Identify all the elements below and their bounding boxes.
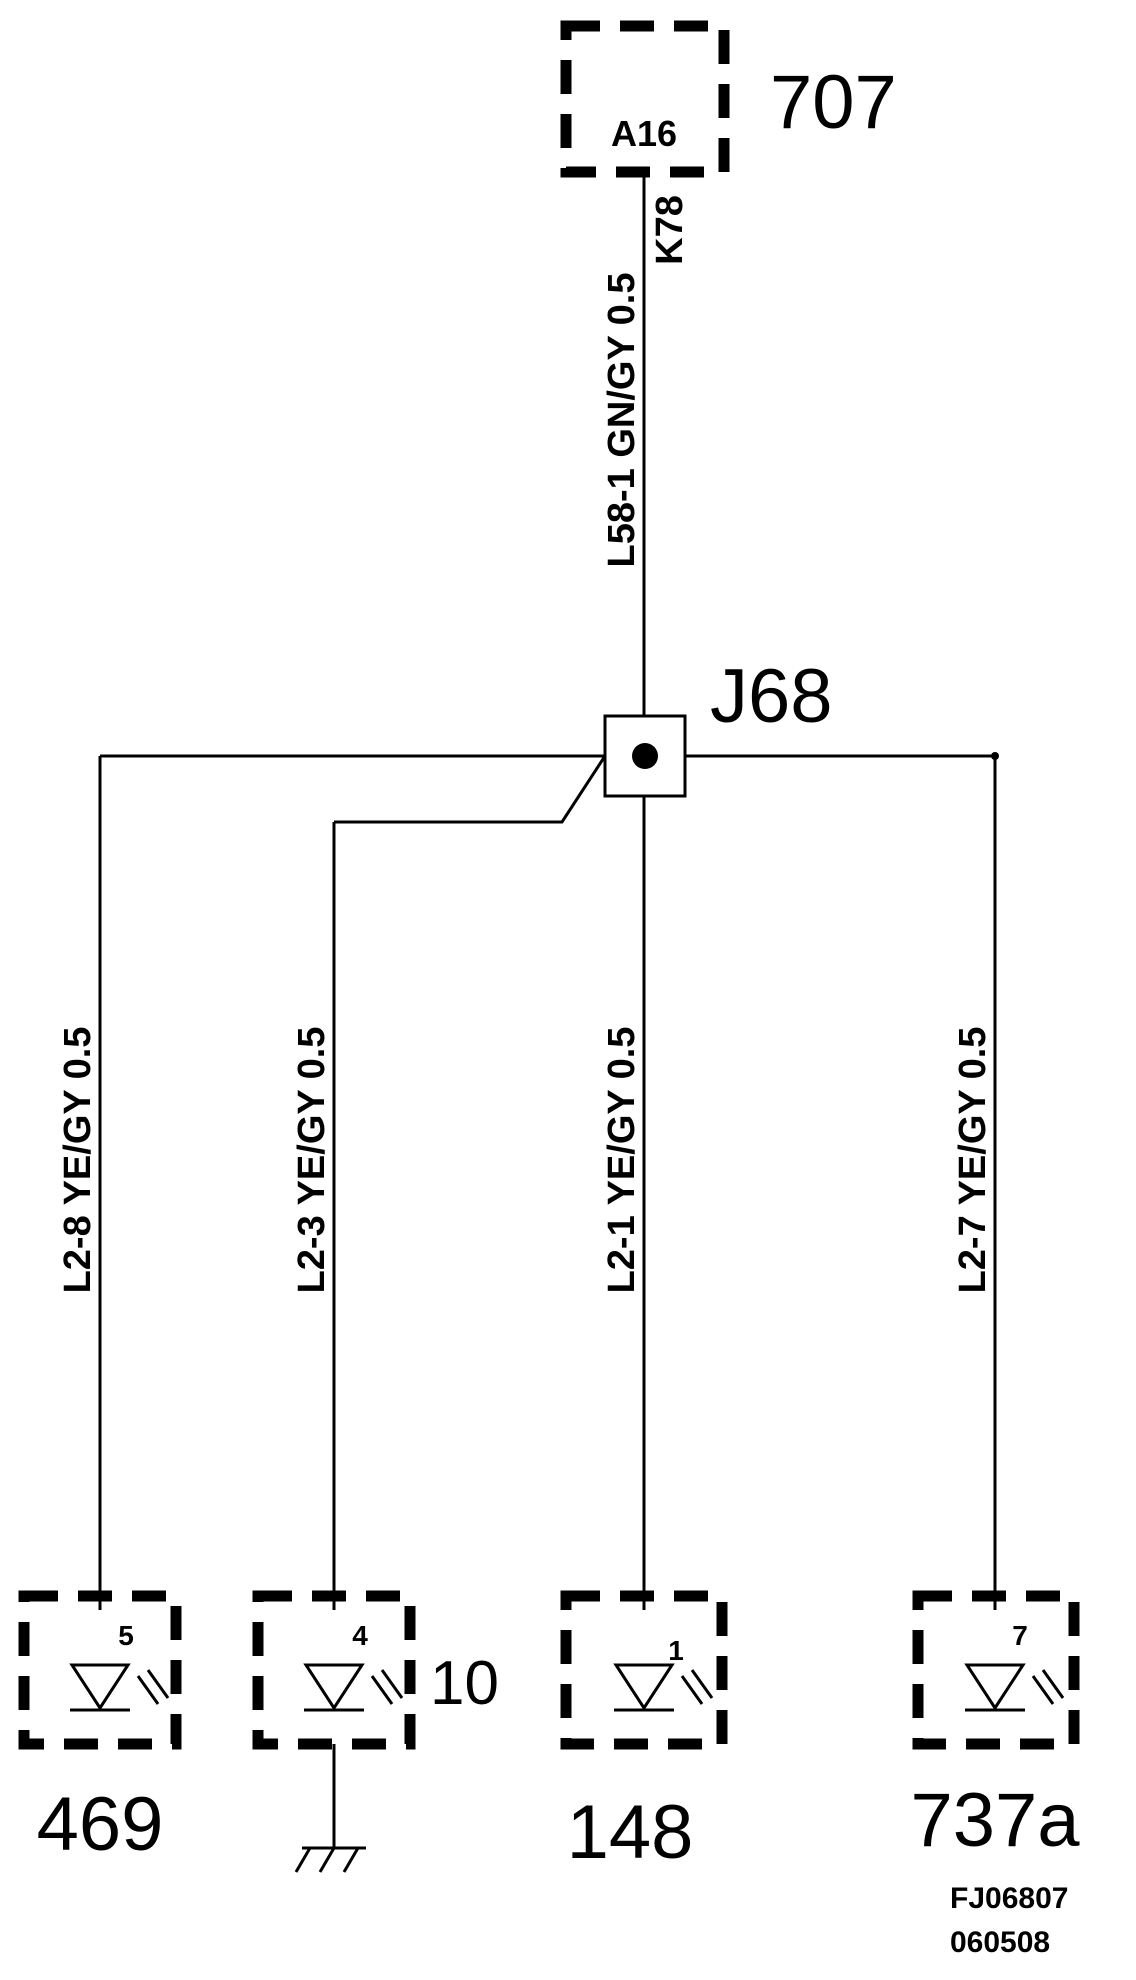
branch-469-wire-label: L2-8 YE/GY 0.5 bbox=[57, 1027, 99, 1294]
branch-10-connector-box bbox=[252, 1590, 416, 1750]
branch-737a: L2-7 YE/GY 0.5 7 737a bbox=[910, 756, 1080, 1863]
branch-10-light-arrow-2 bbox=[380, 1669, 404, 1699]
branch-10-led-icon bbox=[303, 1663, 365, 1711]
branch-148-pin: 1 bbox=[668, 1635, 684, 1666]
branch-737a-light-arrow-1 bbox=[1031, 1675, 1055, 1705]
branch-148-light-arrow-2 bbox=[690, 1669, 714, 1699]
branch-10: L2-3 YE/GY 0.5 4 10 bbox=[252, 822, 499, 1873]
branch-737a-connector-box bbox=[912, 1590, 1080, 1750]
branch-148-led-icon bbox=[613, 1663, 675, 1711]
branch-469-led-icon bbox=[69, 1663, 131, 1711]
junction-label: J68 bbox=[710, 654, 833, 739]
branch-148-light-arrow-1 bbox=[680, 1675, 704, 1705]
branch-148-component: 148 bbox=[567, 1790, 694, 1875]
junction-dot bbox=[632, 743, 658, 769]
branch-469: L2-8 YE/GY 0.5 5 469 bbox=[18, 756, 182, 1867]
branch-10-pin: 4 bbox=[352, 1620, 368, 1651]
ground-icon bbox=[294, 1846, 366, 1873]
branch-10-wire-label: L2-3 YE/GY 0.5 bbox=[291, 1027, 333, 1294]
top-wire-code: K78 bbox=[649, 195, 691, 265]
branch-737a-pin: 7 bbox=[1012, 1620, 1028, 1651]
branch-148-wire-label: L2-1 YE/GY 0.5 bbox=[601, 1027, 643, 1294]
branch-469-light-arrow-1 bbox=[136, 1675, 160, 1705]
branch-469-connector-box bbox=[18, 1590, 182, 1750]
branch-737a-light-arrow-2 bbox=[1041, 1669, 1065, 1699]
top-component-number: 707 bbox=[770, 60, 897, 145]
branch-2-feed-wire bbox=[334, 755, 607, 824]
branch-469-pin: 5 bbox=[118, 1620, 134, 1651]
branch-148-connector-box bbox=[560, 1590, 728, 1750]
top-connector: A16 707 bbox=[560, 20, 897, 178]
branch-737a-led-icon bbox=[964, 1663, 1026, 1711]
top-wire-label: L58-1 GN/GY 0.5 bbox=[601, 273, 643, 568]
junction: J68 bbox=[603, 654, 833, 798]
branch-148: L2-1 YE/GY 0.5 1 148 bbox=[560, 796, 728, 1875]
branch-10-component: 10 bbox=[430, 1649, 499, 1718]
branch-737a-wire-label: L2-7 YE/GY 0.5 bbox=[952, 1027, 994, 1294]
branch-737a-component: 737a bbox=[910, 1778, 1080, 1863]
drawing-code: FJ06807 bbox=[950, 1882, 1068, 1915]
branch-469-component: 469 bbox=[37, 1782, 164, 1867]
drawing-date-code: 060508 bbox=[950, 1926, 1050, 1959]
branch-10-light-arrow-1 bbox=[370, 1675, 394, 1705]
top-connector-pin: A16 bbox=[611, 113, 677, 154]
branch-469-light-arrow-2 bbox=[146, 1669, 170, 1699]
